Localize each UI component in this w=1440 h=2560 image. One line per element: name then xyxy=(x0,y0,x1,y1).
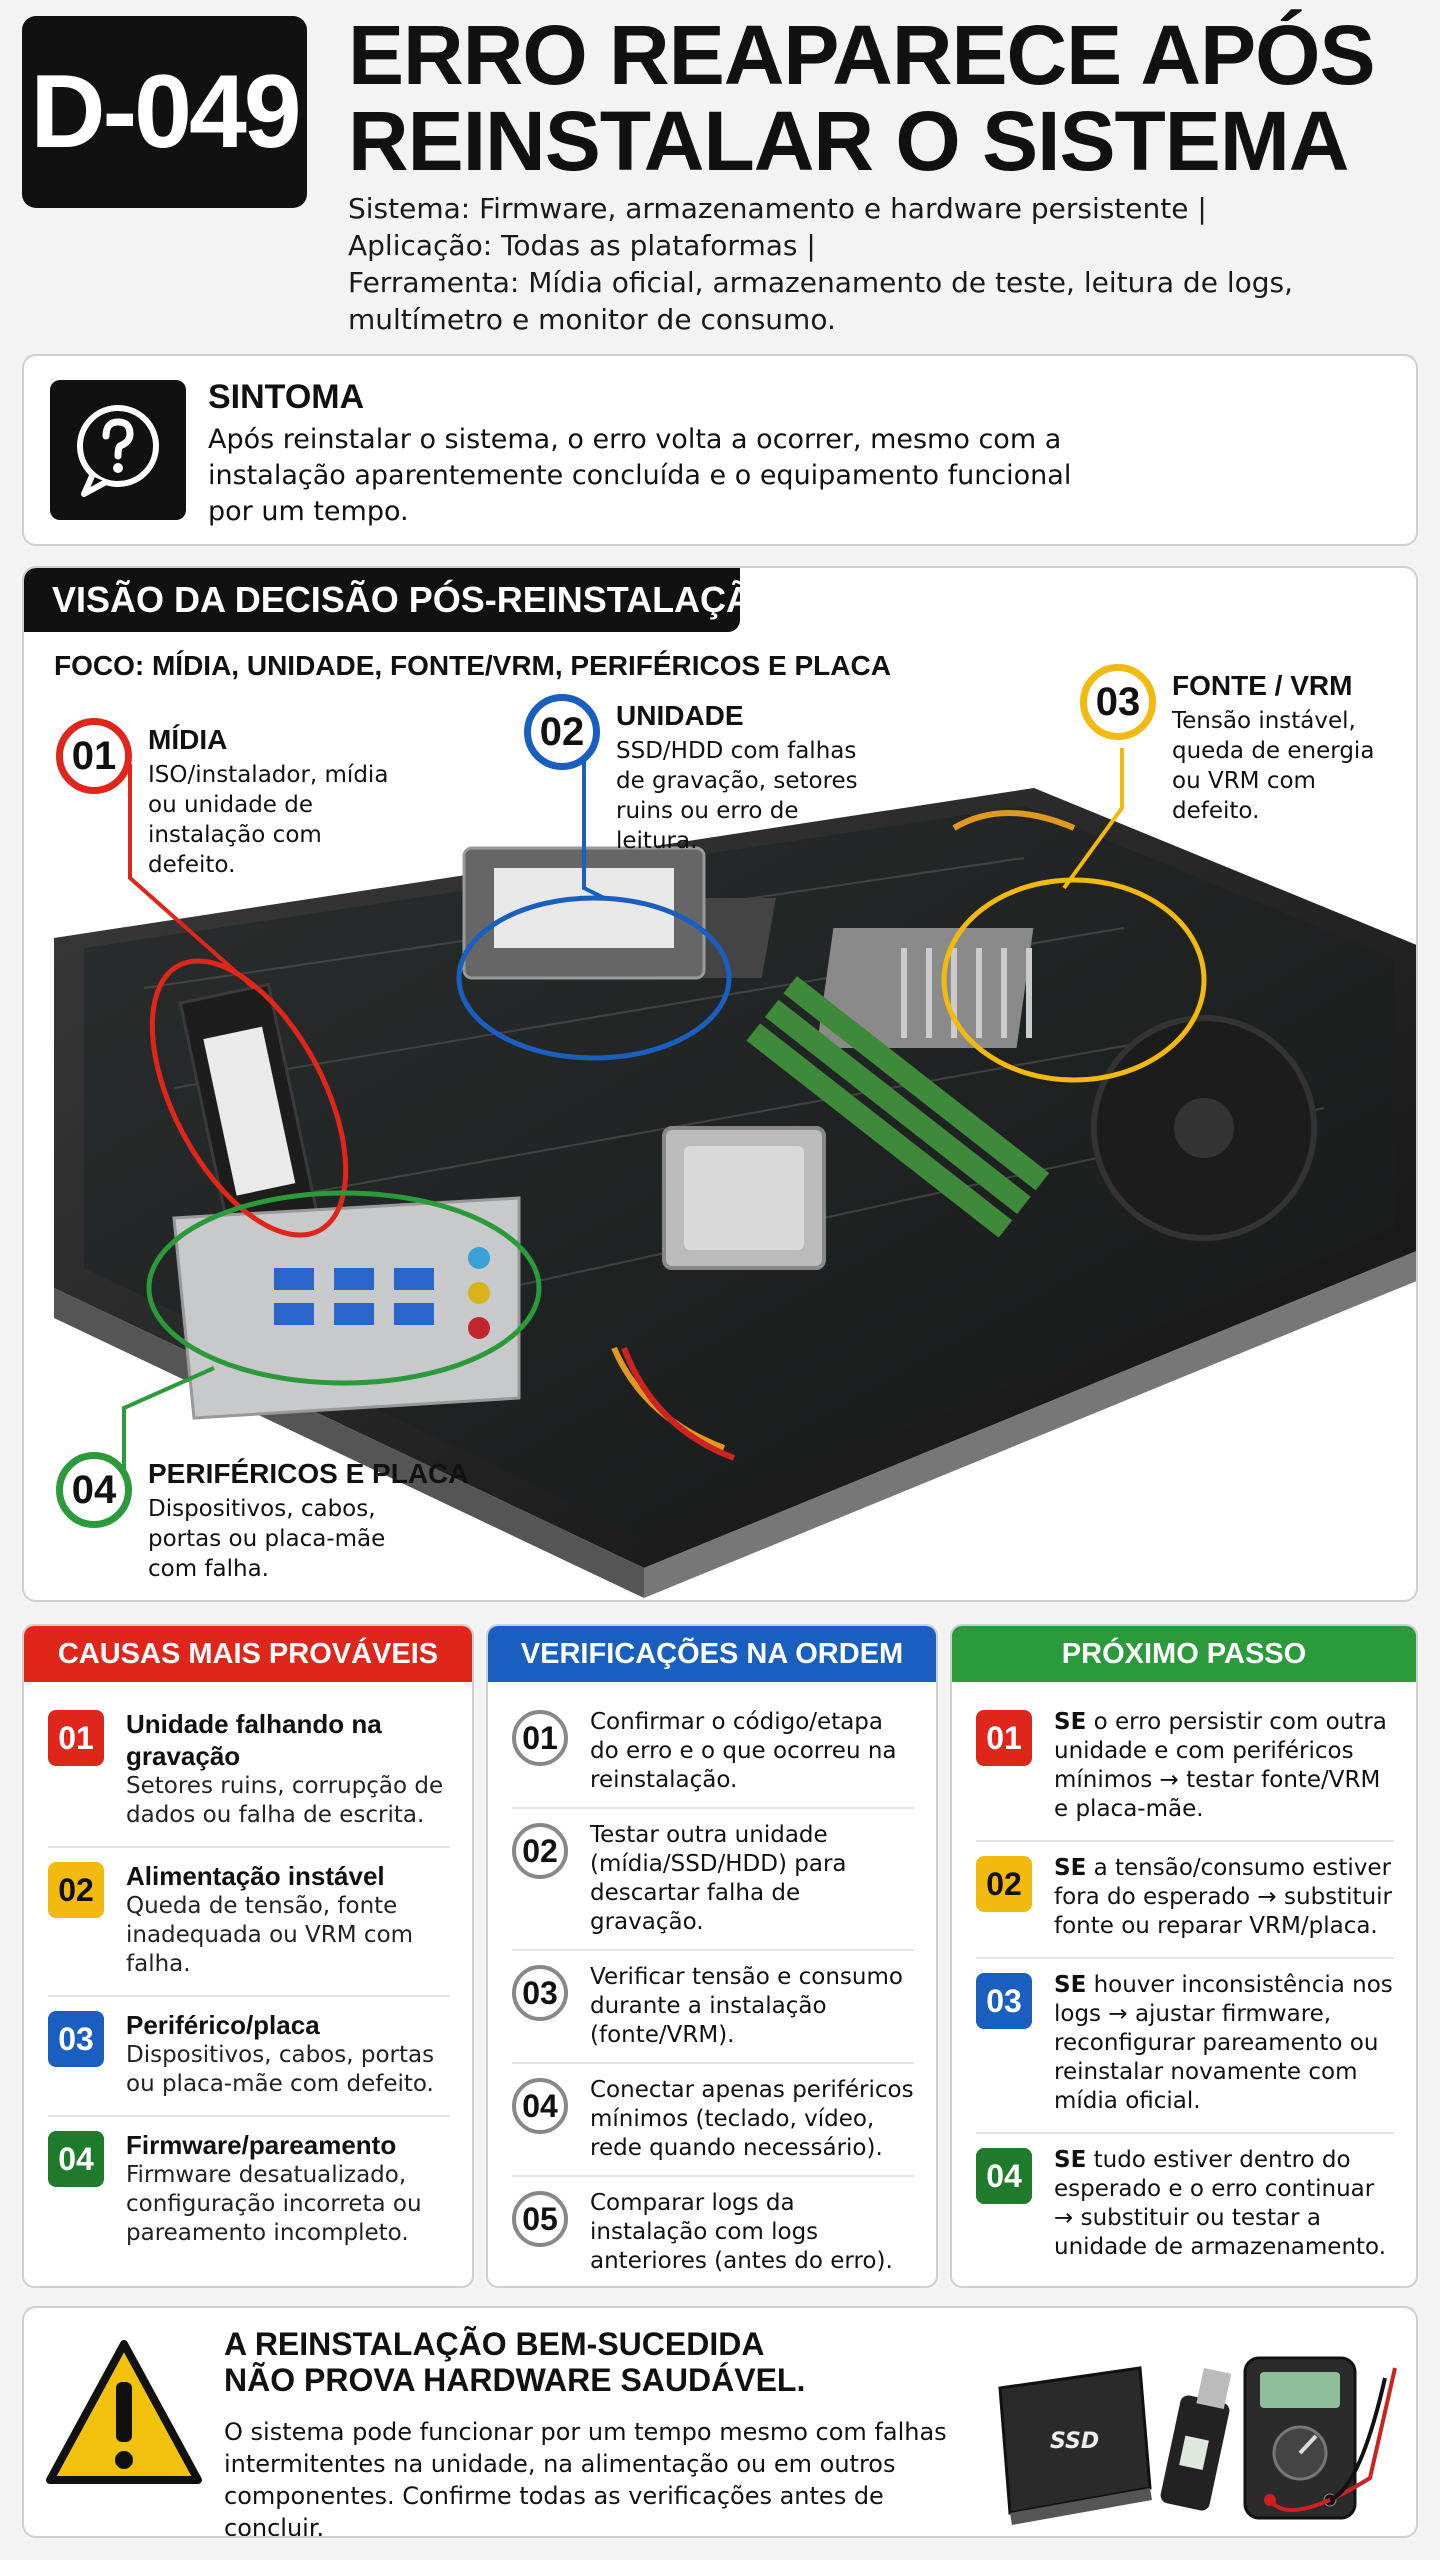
item-text: Conectar apenas periféricos mínimos (tec… xyxy=(590,2077,914,2161)
item-text: a tensão/consumo estiver fora do esperad… xyxy=(1054,1855,1393,1939)
list-item: 01 SE o erro persistir com outra unidade… xyxy=(976,1696,1394,1842)
list-item: 04 Conectar apenas periféricos mínimos (… xyxy=(512,2064,914,2177)
warning-footer: A REINSTALAÇÃO BEM-SUCEDIDA NÃO PROVA HA… xyxy=(22,2306,1418,2538)
ssd-label: SSD xyxy=(1050,2429,1099,2454)
diagram-focus: FOCO: MÍDIA, UNIDADE, FONTE/VRM, PERIFÉR… xyxy=(54,650,891,681)
item-text: Confirmar o código/etapa do erro e o que… xyxy=(590,1709,897,1793)
diagnostic-code: D-049 xyxy=(22,16,307,208)
warning-triangle-icon xyxy=(46,2340,202,2484)
item-desc: Dispositivos, cabos, portas ou placa-mãe… xyxy=(126,2042,435,2097)
footer-title-line-1: A REINSTALAÇÃO BEM-SUCEDIDA xyxy=(224,2326,765,2362)
list-item: 02 SE a tensão/consumo estiver fora do e… xyxy=(976,1842,1394,1959)
list-item: 04 SE tudo estiver dentro do esperado e … xyxy=(976,2134,1394,2278)
item-number: 05 xyxy=(512,2191,568,2247)
checks-title: VERIFICAÇÕES NA ORDEM xyxy=(488,1626,936,1682)
callout-title: MÍDIA xyxy=(148,724,228,755)
callout-number: 03 xyxy=(1080,664,1156,740)
item-number: 04 xyxy=(976,2148,1032,2204)
condition-keyword: SE xyxy=(1054,1855,1087,1881)
item-number: 04 xyxy=(48,2131,104,2187)
item-text: o erro persistir com outra unidade e com… xyxy=(1054,1709,1387,1822)
list-item: 03 Periférico/placa Dispositivos, cabos,… xyxy=(48,1997,450,2117)
callout-media: 01 MÍDIA ISO/instalador, mídia ou unidad… xyxy=(56,718,456,888)
causes-column: CAUSAS MAIS PROVÁVEIS 01 Unidade falhand… xyxy=(22,1624,474,2288)
meta-tools: Ferramenta: Mídia oficial, armazenamento… xyxy=(348,266,1293,299)
list-item: 05 Comparar logs da instalação com logs … xyxy=(512,2177,914,2286)
list-item: 04 Firmware/pareamento Firmware desatual… xyxy=(48,2117,450,2264)
multimeter-icon xyxy=(1243,2356,1397,2520)
callout-number: 01 xyxy=(56,718,132,794)
item-title: Alimentação instável xyxy=(126,1861,385,1891)
item-text: Verificar tensão e consumo durante a ins… xyxy=(590,1964,903,2048)
list-item: 03 Verificar tensão e consumo durante a … xyxy=(512,1951,914,2064)
footer-title-line-2: NÃO PROVA HARDWARE SAUDÁVEL. xyxy=(224,2362,806,2398)
item-number: 03 xyxy=(976,1973,1032,2029)
item-desc: Firmware desatualizado, configuração inc… xyxy=(126,2162,422,2246)
item-number: 01 xyxy=(512,1710,568,1766)
item-number: 01 xyxy=(976,1710,1032,1766)
page-title: ERRO REAPARECE APÓS REINSTALAR O SISTEMA xyxy=(348,12,1418,184)
condition-keyword: SE xyxy=(1054,1972,1087,1998)
list-item: 02 Testar outra unidade (mídia/SSD/HDD) … xyxy=(512,1809,914,1951)
usb-drive-icon xyxy=(1160,2367,1232,2511)
symptom-panel: SINTOMA Após reinstalar o sistema, o err… xyxy=(22,354,1418,546)
meta-system: Sistema: Firmware, armazenamento e hardw… xyxy=(348,192,1207,225)
callout-text: SSD/HDD com falhas de gravação, setores … xyxy=(616,738,858,854)
item-number: 03 xyxy=(512,1965,568,2021)
symptom-text: Após reinstalar o sistema, o erro volta … xyxy=(208,424,1072,527)
causes-title: CAUSAS MAIS PROVÁVEIS xyxy=(24,1626,472,1682)
callout-text: Tensão instável, queda de energia ou VRM… xyxy=(1172,708,1375,824)
meta-tools-cont: multímetro e monitor de consumo. xyxy=(348,303,836,336)
meta-info: Sistema: Firmware, armazenamento e hardw… xyxy=(348,190,1408,338)
footer-title: A REINSTALAÇÃO BEM-SUCEDIDA NÃO PROVA HA… xyxy=(224,2326,805,2398)
diagram-title: VISÃO DA DECISÃO PÓS-REINSTALAÇÃO xyxy=(24,568,780,632)
callout-peripherals-board: 04 PERIFÉRICOS E PLACA Dispositivos, cab… xyxy=(56,1452,556,1582)
title-line-1: ERRO REAPARECE APÓS xyxy=(348,8,1376,102)
list-item: 03 SE houver inconsistência nos logs → a… xyxy=(976,1959,1394,2134)
item-desc: Setores ruins, corrupção de dados ou fal… xyxy=(126,1773,444,1828)
title-line-2: REINSTALAR O SISTEMA xyxy=(348,94,1349,188)
item-number: 02 xyxy=(512,1823,568,1879)
callout-number: 02 xyxy=(524,694,600,770)
next-step-title: PRÓXIMO PASSO xyxy=(952,1626,1416,1682)
item-text: houver inconsistência nos logs → ajustar… xyxy=(1054,1972,1393,2114)
tools-illustration: SSD xyxy=(998,2356,1397,2525)
item-title: Firmware/pareamento xyxy=(126,2130,397,2160)
list-item: 01 Unidade falhando na gravação Setores … xyxy=(48,1696,450,1848)
symptom-title: SINTOMA xyxy=(208,378,365,416)
callout-text: ISO/instalador, mídia ou unidade de inst… xyxy=(148,762,389,878)
item-number: 02 xyxy=(48,1862,104,1918)
condition-keyword: SE xyxy=(1054,2147,1087,2173)
item-number: 04 xyxy=(512,2078,568,2134)
list-item: 02 Alimentação instável Queda de tensão,… xyxy=(48,1848,450,1997)
callout-text: Dispositivos, cabos, portas ou placa-mãe… xyxy=(148,1496,386,1582)
callout-unit: 02 UNIDADE SSD/HDD com falhas de gravaçã… xyxy=(524,694,924,864)
meta-application: Aplicação: Todas as plataformas | xyxy=(348,229,816,262)
item-text: Comparar logs da instalação com logs ant… xyxy=(590,2190,893,2274)
item-text: tudo estiver dentro do esperado e o erro… xyxy=(1054,2147,1387,2260)
footer-text: O sistema pode funcionar por um tempo me… xyxy=(224,2418,947,2538)
item-desc: Queda de tensão, fonte inadequada ou VRM… xyxy=(126,1893,414,1977)
item-number: 02 xyxy=(976,1856,1032,1912)
ssd-icon xyxy=(998,2366,1152,2525)
callout-number: 04 xyxy=(56,1452,132,1528)
list-item: 01 Confirmar o código/etapa do erro e o … xyxy=(512,1696,914,1809)
item-title: Periférico/placa xyxy=(126,2010,320,2040)
callout-title: PERIFÉRICOS E PLACA xyxy=(148,1458,469,1489)
callout-power-vrm: 03 FONTE / VRM Tensão instável, queda de… xyxy=(1080,664,1410,834)
item-number: 03 xyxy=(48,2011,104,2067)
next-step-column: PRÓXIMO PASSO 01 SE o erro persistir com… xyxy=(950,1624,1418,2288)
checks-column: VERIFICAÇÕES NA ORDEM 01 Confirmar o cód… xyxy=(486,1624,938,2288)
callout-title: UNIDADE xyxy=(616,700,744,731)
decision-diagram-panel: VISÃO DA DECISÃO PÓS-REINSTALAÇÃO FOCO: … xyxy=(22,566,1418,1602)
item-number: 01 xyxy=(48,1710,104,1766)
callout-title: FONTE / VRM xyxy=(1172,670,1353,701)
pc-hardware-illustration xyxy=(54,734,1416,1598)
condition-keyword: SE xyxy=(1054,1709,1087,1735)
question-bubble-icon xyxy=(50,380,186,520)
item-title: Unidade falhando na gravação xyxy=(126,1709,382,1771)
item-text: Testar outra unidade (mídia/SSD/HDD) par… xyxy=(590,1822,847,1935)
